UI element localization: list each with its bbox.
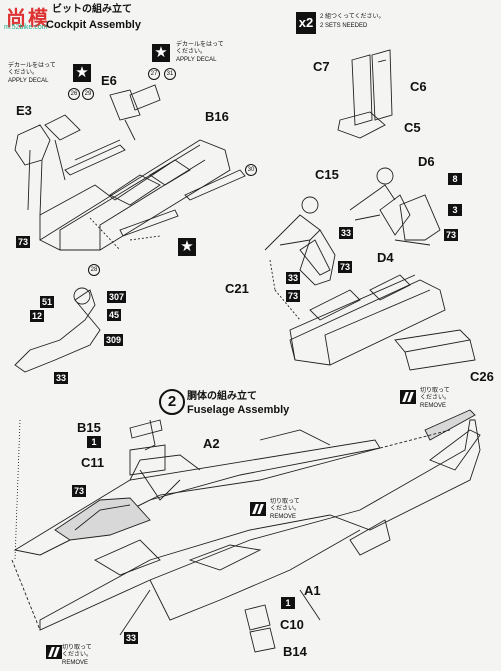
remove-icon	[400, 390, 416, 404]
paint-code: 73	[72, 485, 87, 497]
watermark-url: m.52bike.com	[4, 24, 48, 31]
decal-number: 31	[164, 68, 176, 80]
decal-number: 27	[148, 68, 160, 80]
part-label-c7: C7	[313, 59, 330, 74]
x2-label: x2	[298, 15, 314, 30]
part-label-c26: C26	[470, 369, 494, 384]
paint-code: 3	[448, 204, 462, 216]
remove-note-en: REMOVE	[62, 660, 89, 666]
decal-star-icon: ★	[152, 44, 170, 62]
paint-code: 33	[124, 632, 139, 644]
part-label-c6: C6	[410, 79, 427, 94]
decal-number: 26	[68, 88, 80, 100]
part-label-a2: A2	[203, 436, 220, 451]
paint-code: 1	[281, 597, 295, 609]
decal-star-icon: ★	[178, 238, 196, 256]
paint-code: 33	[339, 227, 354, 239]
paint-code: 309	[104, 334, 124, 346]
remove-note-jp: 切り取って ください。	[420, 388, 451, 401]
decal-number: 29	[82, 88, 94, 100]
remove-note-en: REMOVE	[420, 403, 447, 409]
part-label-c11: C11	[81, 455, 105, 470]
paint-code: 33	[286, 272, 301, 284]
pilot-figure	[14, 289, 101, 373]
watermark: 尚模 m.52bike.com	[2, 2, 70, 32]
remove-note-en: REMOVE	[270, 514, 297, 520]
paint-code: 1	[87, 436, 101, 448]
decal-note-en: APPLY DECAL	[8, 78, 49, 84]
decal-note-jp: デカールをはって ください。	[176, 42, 224, 55]
canopy	[54, 497, 151, 541]
part-label-a1: A1	[304, 583, 321, 598]
step2-title-en: Fuselage Assembly	[187, 404, 290, 416]
part-label-c15: C15	[315, 167, 339, 182]
part-label-b16: B16	[205, 109, 229, 124]
remove-icon	[46, 645, 62, 659]
decal-star-icon: ★	[73, 64, 91, 82]
cockpit-tub-right	[289, 279, 446, 366]
paint-code: 73	[16, 236, 31, 248]
part-label-d4: D4	[377, 250, 394, 265]
paint-code: 73	[286, 290, 301, 302]
part-label-c5: C5	[404, 120, 421, 135]
paint-code: 45	[107, 309, 122, 321]
paint-code: 33	[54, 372, 69, 384]
part-label-c10: C10	[280, 617, 304, 632]
paint-code: 8	[448, 173, 462, 185]
decal-number: 30	[245, 164, 257, 176]
paint-code: 307	[107, 291, 127, 303]
part-label-d6: D6	[418, 154, 435, 169]
watermark-chars: 尚模	[6, 8, 50, 30]
decal-note-jp: デカールをはって ください。	[8, 63, 56, 76]
x2-badge: x2	[296, 12, 316, 34]
step1-title-jp: ビットの組み立て	[52, 4, 132, 15]
paint-code: 73	[338, 261, 353, 273]
remove-note-jp: 切り取って ください。	[270, 499, 301, 512]
step2-title-jp: 胴体の組み立て	[187, 391, 257, 402]
paint-code: 12	[30, 310, 45, 322]
remove-icon	[250, 502, 266, 516]
x2-note-en: 2 SETS NEEDED	[320, 23, 368, 29]
fuselage-lower-a1	[39, 419, 481, 631]
part-label-b15: B15	[77, 420, 101, 435]
step2-badge: 2	[159, 389, 185, 415]
x2-note-jp: 2 組つくってください。	[320, 14, 385, 20]
part-label-b14: B14	[283, 644, 307, 659]
paint-code: 51	[40, 296, 55, 308]
step2-number: 2	[167, 393, 177, 410]
decal-note-en: APPLY DECAL	[176, 57, 217, 63]
decal-number: 28	[88, 264, 100, 276]
part-label-e6: E6	[101, 73, 117, 88]
paint-code: 73	[444, 229, 459, 241]
step1-title-en: Cockpit Assembly	[46, 19, 141, 31]
part-label-e3: E3	[16, 103, 32, 118]
part-label-c21: C21	[225, 281, 249, 296]
remove-note-jp: 切り取って ください。	[62, 645, 93, 658]
